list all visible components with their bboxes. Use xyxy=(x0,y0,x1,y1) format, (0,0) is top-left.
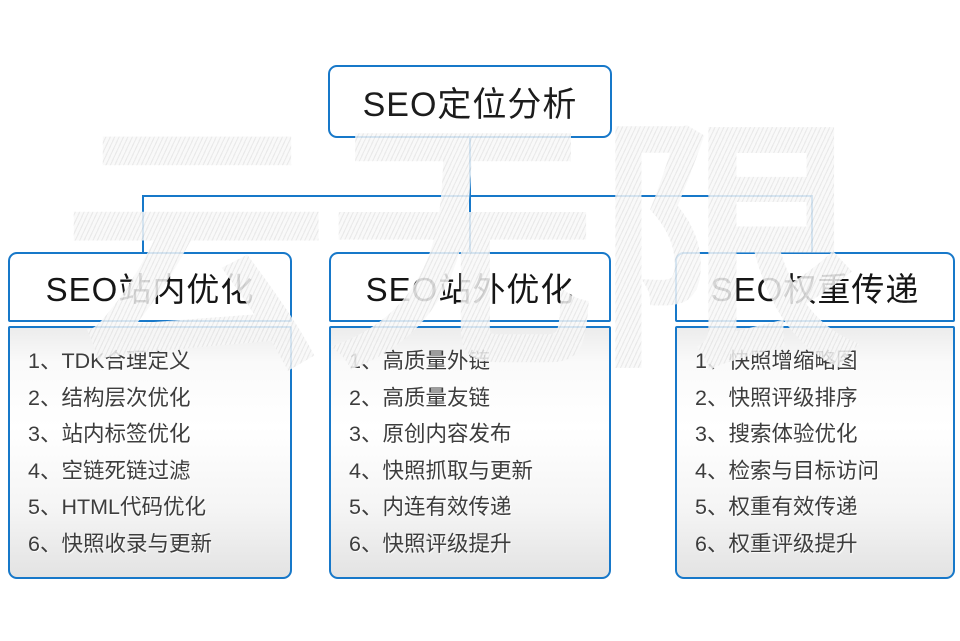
column-offsite: SEO站外优化 1、高质量外链 2、高质量友链 3、原创内容发布 4、快照抓取与… xyxy=(329,252,611,579)
connector-root-stem xyxy=(469,138,471,196)
list-item: 5、HTML代码优化 xyxy=(28,495,206,519)
list-item: 4、快照抓取与更新 xyxy=(349,458,533,483)
list-item: 1、高质量外链 xyxy=(349,349,490,373)
list-item: 2、高质量友链 xyxy=(349,385,490,410)
column-weight-title: SEO权重传递 xyxy=(710,271,920,308)
column-onsite-list: 1、TDK合理定义 2、结构层次优化 3、站内标签优化 4、空链死链过滤 5、H… xyxy=(8,326,292,579)
column-offsite-list: 1、高质量外链 2、高质量友链 3、原创内容发布 4、快照抓取与更新 5、内连有… xyxy=(329,326,611,579)
column-offsite-header: SEO站外优化 xyxy=(329,252,611,322)
column-offsite-title: SEO站外优化 xyxy=(365,271,575,308)
list-item: 6、权重评级提升 xyxy=(695,531,858,556)
column-onsite-header: SEO站内优化 xyxy=(8,252,292,322)
list-item: 4、检索与目标访问 xyxy=(695,458,879,483)
connector-horizontal xyxy=(142,195,813,197)
column-weight-list: 1、快照增缩略图 2、快照评级排序 3、搜索体验优化 4、检索与目标访问 5、权… xyxy=(675,326,955,579)
list-item: 1、快照增缩略图 xyxy=(695,349,858,373)
column-onsite: SEO站内优化 1、TDK合理定义 2、结构层次优化 3、站内标签优化 4、空链… xyxy=(8,252,292,579)
list-item: 6、快照评级提升 xyxy=(349,531,512,556)
list-item: 3、原创内容发布 xyxy=(349,422,512,446)
list-item: 3、搜索体验优化 xyxy=(695,422,858,446)
list-item: 6、快照收录与更新 xyxy=(28,531,212,556)
root-node: SEO定位分析 xyxy=(328,65,612,138)
column-onsite-title: SEO站内优化 xyxy=(45,271,255,308)
column-weight-header: SEO权重传递 xyxy=(675,252,955,322)
list-item: 2、快照评级排序 xyxy=(695,385,858,410)
list-item: 4、空链死链过滤 xyxy=(28,458,191,483)
connector-drop-right xyxy=(811,195,813,252)
connector-drop-left xyxy=(142,195,144,252)
list-item: 3、站内标签优化 xyxy=(28,422,191,446)
connector-drop-middle xyxy=(469,195,471,252)
root-title: SEO定位分析 xyxy=(362,86,578,124)
list-item: 5、内连有效传递 xyxy=(349,495,512,519)
column-weight: SEO权重传递 1、快照增缩略图 2、快照评级排序 3、搜索体验优化 4、检索与… xyxy=(675,252,955,579)
list-item: 5、权重有效传递 xyxy=(695,495,858,519)
list-item: 2、结构层次优化 xyxy=(28,385,191,410)
list-item: 1、TDK合理定义 xyxy=(28,349,191,373)
